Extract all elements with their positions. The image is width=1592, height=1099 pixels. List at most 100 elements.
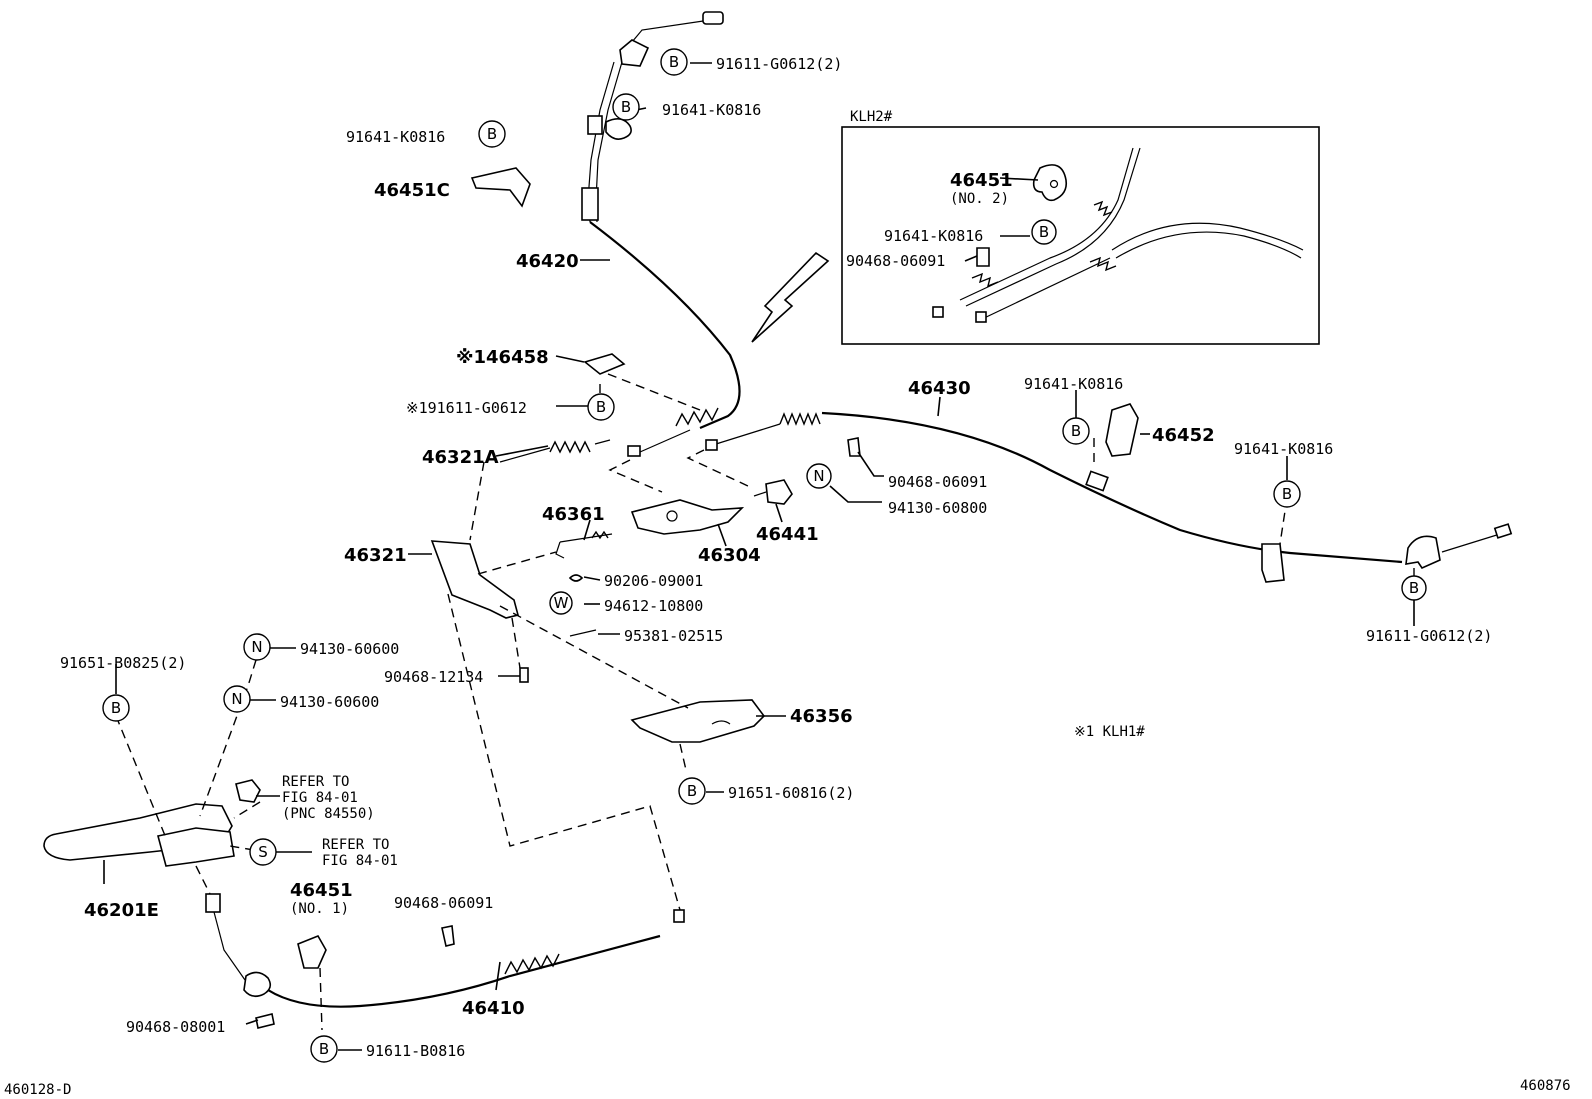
cable-46420-sleeve bbox=[581, 187, 599, 221]
inset-label-46451: 46451 bbox=[950, 170, 1013, 191]
dash-90468-12134 bbox=[511, 617, 521, 669]
lever-46201e-group bbox=[43, 779, 261, 867]
inset-leader-90468 bbox=[964, 255, 978, 262]
cable-46430-bracket bbox=[1261, 543, 1285, 583]
inset-leader-46451 bbox=[999, 177, 1039, 181]
part-46441 bbox=[765, 479, 793, 505]
label-90468-12134: 90468-12134 bbox=[384, 668, 483, 686]
label-46356: 46356 bbox=[790, 706, 853, 727]
label-91611-g0612-2-top: 91611-G0612(2) bbox=[716, 55, 842, 73]
symbol-b-91611-b0816-text: B bbox=[319, 1040, 329, 1058]
symbol-b-91651-b0825 bbox=[102, 694, 130, 722]
symbol-b-right-1-text: B bbox=[1071, 422, 1081, 440]
spring-46321a bbox=[549, 440, 591, 454]
label-94612-10800: 94612-10800 bbox=[604, 597, 703, 615]
label-46441: 46441 bbox=[756, 524, 819, 545]
inset-symbol-b-text: B bbox=[1039, 223, 1049, 241]
symbol-n-2 bbox=[223, 685, 251, 713]
symbol-n-1-text: N bbox=[251, 638, 262, 656]
part-46356 bbox=[630, 699, 766, 743]
label-refer2-line1: REFER TO bbox=[322, 837, 389, 853]
label-95381-02515: 95381-02515 bbox=[624, 627, 723, 645]
cable-46430-end-bracket bbox=[1405, 535, 1441, 570]
inset-end-2 bbox=[975, 311, 987, 323]
inset-spring-1 bbox=[1093, 200, 1113, 217]
inset-symbol-b bbox=[1031, 219, 1057, 245]
cable-46430-ferrule bbox=[1085, 470, 1109, 492]
symbol-b-end bbox=[1401, 575, 1427, 601]
cable-46420-clip bbox=[605, 118, 632, 140]
dash-46321a bbox=[469, 461, 485, 541]
leader-90468-08001 bbox=[245, 1019, 259, 1025]
dash-lever-cable bbox=[195, 865, 211, 895]
spring-46321a-hooks bbox=[499, 439, 611, 463]
leader-46430 bbox=[937, 396, 941, 417]
label-46361: 46361 bbox=[542, 504, 605, 525]
cable-46430-group bbox=[705, 411, 1513, 583]
part-46361-hook bbox=[555, 541, 565, 559]
cable-46420-upper-r bbox=[595, 61, 623, 223]
dash-84550 bbox=[233, 801, 261, 819]
symbol-b-right-2 bbox=[1273, 480, 1301, 508]
dash-91651-60816 bbox=[679, 743, 687, 771]
inset-cable-a bbox=[1111, 222, 1304, 251]
symbol-n-1 bbox=[243, 633, 271, 661]
part-46304 bbox=[630, 499, 745, 535]
part-46451c bbox=[470, 167, 531, 208]
pin-90206-09001 bbox=[568, 574, 584, 582]
clamp-46451-no1 bbox=[297, 934, 327, 969]
symbol-b-91611-b0816 bbox=[310, 1035, 338, 1063]
part-46458 bbox=[583, 353, 626, 375]
inset-spring-3 bbox=[1089, 256, 1117, 272]
symbol-s-text: S bbox=[258, 843, 268, 861]
dash-46458 bbox=[607, 373, 701, 411]
label-94130-60600-a: 94130-60600 bbox=[300, 640, 399, 658]
part-46304-hole bbox=[666, 510, 678, 522]
symbol-b-46458 bbox=[587, 393, 615, 421]
symbol-b-91651-60816 bbox=[678, 777, 706, 805]
leader-90468-mid bbox=[857, 451, 884, 477]
symbol-w-text: W bbox=[554, 594, 569, 612]
label-46452: 46452 bbox=[1152, 425, 1215, 446]
leader-46410 bbox=[495, 961, 501, 991]
label-91651-60816-2: 91651-60816(2) bbox=[728, 784, 854, 802]
pin-95381-02515 bbox=[569, 629, 597, 637]
footer-right-code: 460876 bbox=[1520, 1078, 1571, 1094]
label-94130-60800: 94130-60800 bbox=[888, 499, 987, 517]
part-46356-slot bbox=[711, 720, 731, 725]
cable-46410-tip bbox=[205, 893, 221, 913]
inset-klh2: KLH2# 46451 (NO. 2) 91641-K0816 B 90468-… bbox=[841, 109, 1320, 345]
cable-46410-group bbox=[205, 893, 685, 1029]
label-refer1-line1: REFER TO bbox=[282, 774, 349, 790]
label-91611-g0612-star-text: ※191611-G0612 bbox=[406, 399, 527, 417]
label-94130-60600-b: 94130-60600 bbox=[280, 693, 379, 711]
cable-46430-spring bbox=[779, 412, 821, 426]
symbol-n-mid bbox=[806, 463, 832, 489]
leader-46441 bbox=[775, 503, 783, 523]
cable-46420-spring bbox=[675, 407, 719, 427]
part-46361-thread bbox=[591, 530, 609, 540]
label-90468-06091-low: 90468-06091 bbox=[394, 894, 493, 912]
symbol-b-left bbox=[478, 120, 506, 148]
inset-cable-b2 bbox=[965, 147, 1141, 307]
label-91611-g0612-2-right: 91611-G0612(2) bbox=[1366, 627, 1492, 645]
label-46201e: 46201E bbox=[84, 900, 159, 921]
part-46361-rod bbox=[559, 533, 613, 543]
labels: 91611-G0612(2) 91641-K0816 91641-K0816 4… bbox=[4, 55, 1571, 1098]
symbol-b-top-1 bbox=[660, 48, 688, 76]
label-46451c: 46451C bbox=[374, 180, 450, 201]
label-90206-09001: 90206-09001 bbox=[604, 572, 703, 590]
dash-equalizer-b bbox=[686, 449, 749, 487]
cable-46430-end bbox=[705, 439, 718, 451]
label-91641-k0816-left: 91641-K0816 bbox=[346, 128, 445, 146]
symbol-b-left-text: B bbox=[487, 125, 497, 143]
label-46451-no1-sub: (NO. 1) bbox=[290, 901, 349, 917]
part-46321 bbox=[430, 540, 519, 619]
symbol-s bbox=[249, 838, 277, 866]
symbol-n-mid-text: N bbox=[813, 467, 824, 485]
label-46321: 46321 bbox=[344, 545, 407, 566]
symbol-b-top-1-text: B bbox=[669, 53, 679, 71]
footnote-klh1: ※1 KLH1# bbox=[1074, 724, 1145, 740]
label-46430: 46430 bbox=[908, 378, 971, 399]
